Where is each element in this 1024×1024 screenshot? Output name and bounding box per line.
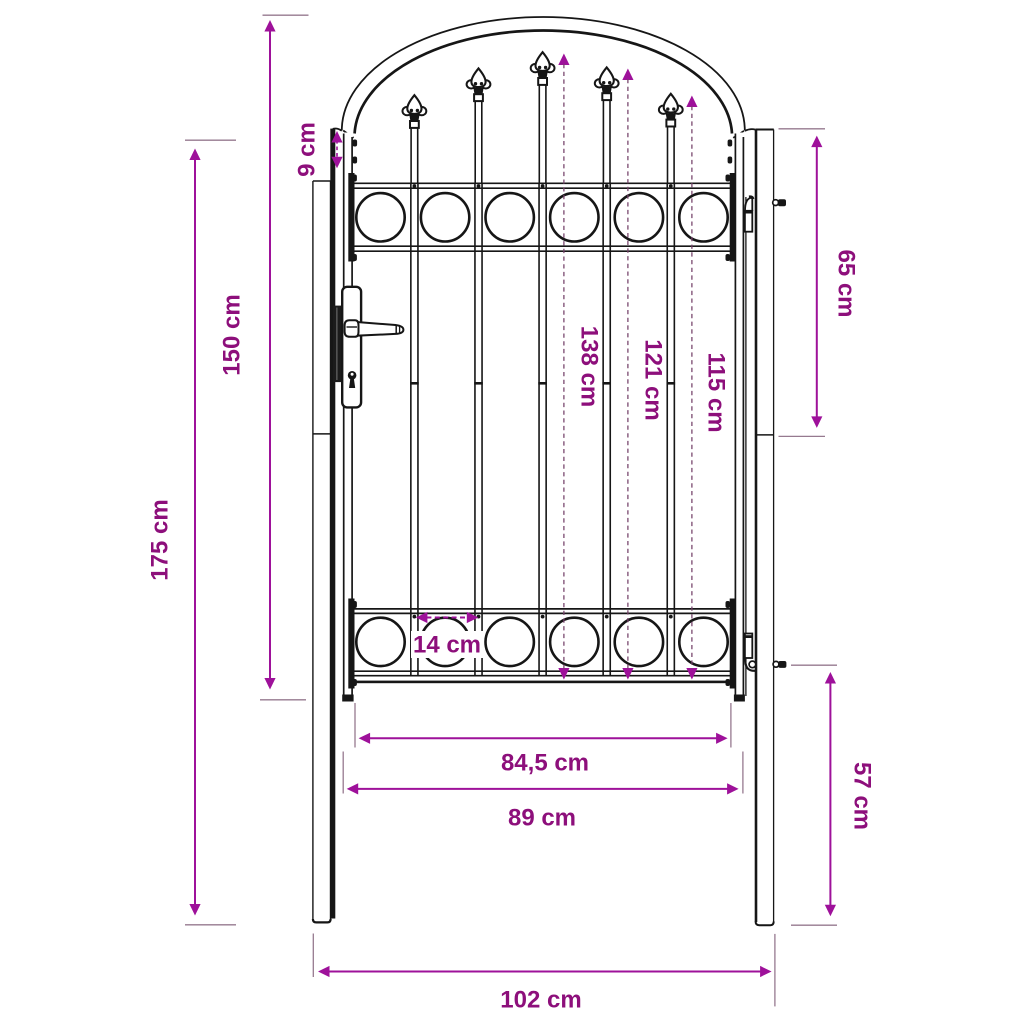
svg-text:115 cm: 115 cm: [702, 352, 729, 432]
svg-text:9 cm: 9 cm: [294, 122, 321, 177]
svg-text:89 cm: 89 cm: [508, 805, 576, 832]
svg-text:121 cm: 121 cm: [640, 339, 667, 420]
svg-text:102 cm: 102 cm: [500, 987, 581, 1014]
svg-text:57 cm: 57 cm: [849, 762, 876, 830]
svg-text:150 cm: 150 cm: [219, 294, 246, 375]
svg-text:65 cm: 65 cm: [833, 249, 860, 317]
svg-text:138 cm: 138 cm: [576, 326, 603, 407]
svg-text:175 cm: 175 cm: [147, 499, 174, 580]
svg-text:14 cm: 14 cm: [413, 632, 481, 659]
svg-text:84,5 cm: 84,5 cm: [501, 750, 589, 777]
